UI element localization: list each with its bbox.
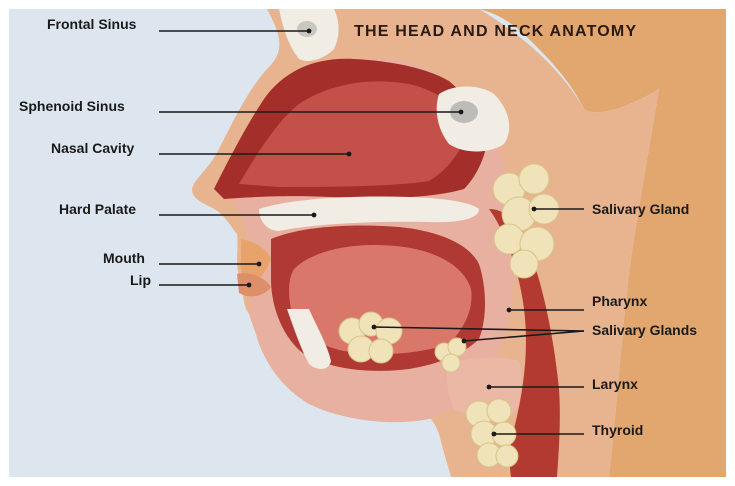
dot-frontal-sinus bbox=[307, 29, 312, 34]
label-salivary-glands: Salivary Glands bbox=[592, 322, 697, 338]
dot-mouth bbox=[257, 262, 262, 267]
label-lip: Lip bbox=[130, 272, 151, 288]
head-neck-illustration: THE HEAD AND NECK ANATOMY bbox=[9, 9, 726, 477]
label-salivary-gland: Salivary Gland bbox=[592, 201, 689, 217]
label-larynx: Larynx bbox=[592, 376, 638, 392]
label-thyroid: Thyroid bbox=[592, 422, 643, 438]
label-frontal-sinus: Frontal Sinus bbox=[47, 16, 137, 32]
frontal-sinus-cavity bbox=[297, 21, 317, 37]
label-nasal-cavity: Nasal Cavity bbox=[51, 140, 134, 156]
diagram-title: THE HEAD AND NECK ANATOMY bbox=[354, 23, 637, 40]
dot-salivary-gland bbox=[532, 207, 537, 212]
label-hard-palate: Hard Palate bbox=[59, 201, 136, 217]
dot-nasal-cavity bbox=[347, 152, 352, 157]
dot-salivary-glands-1 bbox=[372, 325, 377, 330]
label-sphenoid-sinus: Sphenoid Sinus bbox=[19, 98, 125, 114]
dot-lip bbox=[247, 283, 252, 288]
dot-hard-palate bbox=[312, 213, 317, 218]
dot-salivary-glands-2 bbox=[462, 339, 467, 344]
dot-thyroid bbox=[492, 432, 497, 437]
dot-sphenoid-sinus bbox=[459, 110, 464, 115]
diagram-canvas: THE HEAD AND NECK ANATOMY bbox=[9, 9, 726, 477]
label-pharynx: Pharynx bbox=[592, 293, 647, 309]
dot-larynx bbox=[487, 385, 492, 390]
dot-pharynx bbox=[507, 308, 512, 313]
label-mouth: Mouth bbox=[103, 250, 145, 266]
